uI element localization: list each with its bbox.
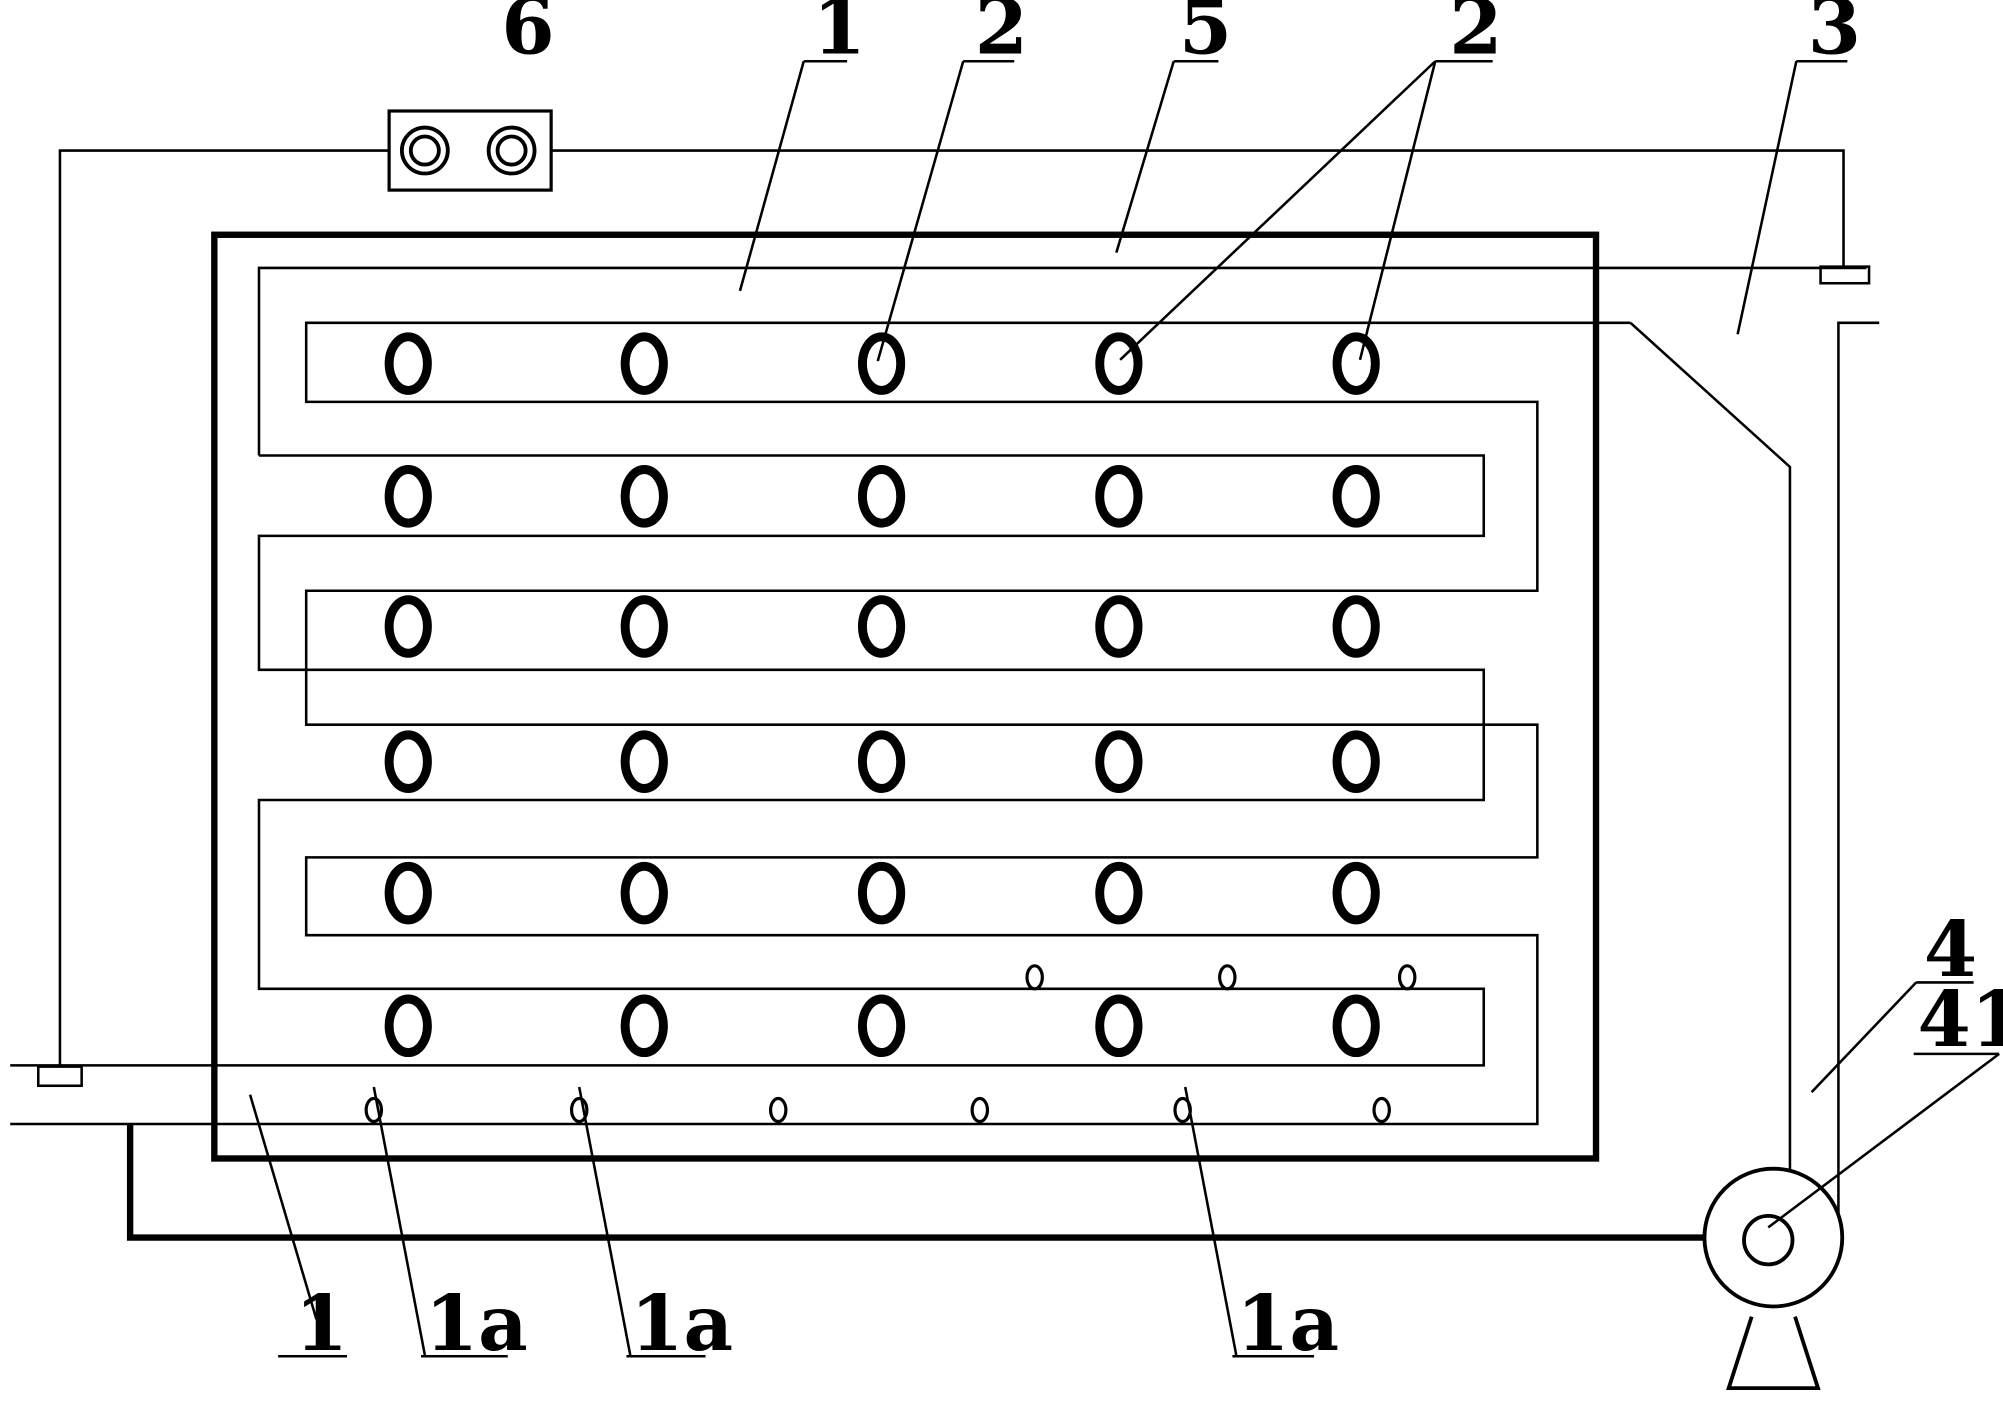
large-hole <box>1095 332 1143 395</box>
callout-41: 41 <box>1918 975 2003 1065</box>
large-hole <box>384 730 432 793</box>
valve-circle-left <box>399 125 450 176</box>
large-hole <box>620 994 668 1058</box>
small-hole <box>1025 964 1044 991</box>
large-holes <box>384 332 1380 1058</box>
callout-4: 4 <box>1924 905 1977 995</box>
large-hole <box>620 465 668 528</box>
large-hole <box>384 861 432 925</box>
small-hole <box>364 1096 384 1124</box>
large-hole <box>384 994 432 1058</box>
large-hole <box>1332 994 1380 1058</box>
valve-circle-right <box>486 125 537 176</box>
small-hole <box>970 1096 990 1124</box>
callout-3: 3 <box>1808 0 1861 73</box>
chamber-box <box>211 231 1600 1162</box>
outlet-duct <box>1629 321 1880 1219</box>
large-hole <box>857 861 906 925</box>
large-hole <box>857 465 906 528</box>
large-hole <box>620 595 668 658</box>
large-hole <box>620 332 668 395</box>
small-hole <box>1372 1096 1391 1124</box>
large-hole <box>1095 595 1143 658</box>
serpentine-channel <box>10 266 1867 1126</box>
small-hole <box>768 1096 788 1124</box>
large-hole <box>384 595 432 658</box>
callout-1a-second: 1a <box>630 1279 733 1369</box>
large-hole <box>1332 595 1380 658</box>
small-hole <box>1218 964 1237 991</box>
small-hole <box>569 1096 589 1124</box>
large-hole <box>1095 730 1143 793</box>
large-hole <box>620 730 668 793</box>
callout-1a-first: 1a <box>425 1279 528 1369</box>
large-hole <box>1332 332 1380 395</box>
component-6-box <box>387 109 553 192</box>
callout-5: 5 <box>1179 0 1232 73</box>
large-hole <box>857 730 906 793</box>
top-bypass-pipe <box>58 149 1845 1072</box>
callout-2-single: 2 <box>975 0 1028 73</box>
small-hole <box>1397 964 1417 991</box>
large-hole <box>384 465 432 528</box>
large-hole <box>857 994 906 1058</box>
callout-6: 6 <box>501 0 554 73</box>
large-hole <box>1095 994 1143 1058</box>
callout-1-bottom: 1 <box>295 1279 348 1369</box>
callout-underlines <box>278 59 2000 1358</box>
large-hole <box>857 595 906 658</box>
large-hole <box>620 861 668 925</box>
small-holes <box>364 964 1417 1124</box>
return-pipe <box>126 1124 1710 1241</box>
large-hole <box>384 332 432 395</box>
fan <box>1702 1166 1845 1391</box>
large-hole <box>1332 465 1380 528</box>
leader-lines <box>248 60 2000 1356</box>
large-hole <box>1095 861 1143 925</box>
port-left <box>36 1065 83 1088</box>
large-hole <box>1332 861 1380 925</box>
callout-1-top: 1 <box>813 0 866 73</box>
fan-hub <box>1742 1213 1795 1267</box>
callout-2-multi: 2 <box>1449 0 1502 73</box>
large-hole <box>857 332 906 395</box>
large-hole <box>1332 730 1380 793</box>
callout-1a-third: 1a <box>1236 1279 1339 1369</box>
large-hole <box>1095 465 1143 528</box>
